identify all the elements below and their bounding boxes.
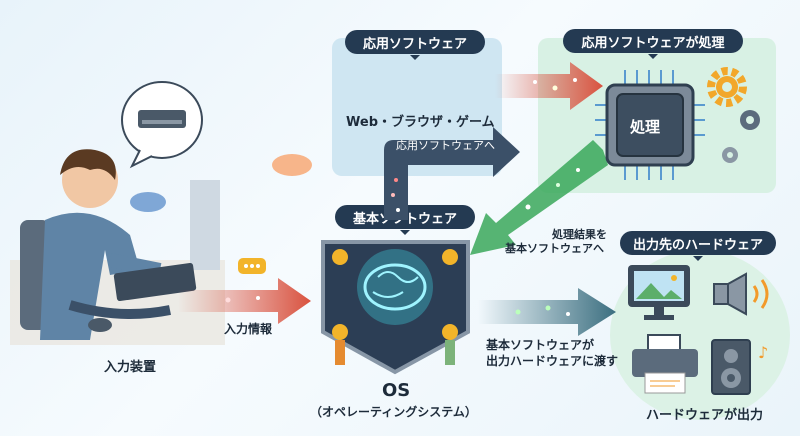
cpu-chip-icon: [595, 70, 705, 180]
monitor-icon: [628, 265, 690, 320]
to-app-label: 応用ソフトウェアへ: [396, 139, 495, 152]
os-brain-illustration: [321, 240, 470, 375]
processing-label: 応用ソフトウェアが処理: [563, 29, 743, 59]
gear-icon: [707, 67, 760, 163]
app-examples: Web・ブラウザ・ゲーム: [346, 115, 495, 130]
keyboard-speech-bubble: [121, 81, 203, 169]
input-device-label: 入力装置: [104, 360, 157, 375]
arrow-to-output: [478, 288, 616, 336]
result-label-2: 基本ソフトウェアへ: [505, 242, 604, 255]
speaker-box-icon: ♪: [711, 339, 768, 395]
app-software-label: 応用ソフトウェア: [345, 30, 485, 60]
os-subtitle: （オペレーティングシステム）: [310, 405, 477, 419]
output-caption: ハードウェアが出力: [646, 408, 764, 423]
arrow-input-to-os: [178, 278, 311, 324]
cloud-icon: [130, 192, 166, 212]
orange-cloud-icon: [272, 154, 312, 176]
arrow-to-processing: [495, 62, 603, 110]
input-info-label: 入力情報: [224, 322, 273, 336]
chat-bubble-icon: [238, 258, 266, 274]
printer-icon: [632, 334, 698, 394]
result-label-1: 処理結果を: [552, 228, 607, 241]
arrow-result-to-os: [470, 140, 608, 255]
person-at-computer-illustration: [10, 149, 225, 345]
os-title: OS: [382, 380, 411, 401]
pass-label-1: 基本ソフトウェアが: [486, 338, 595, 352]
pass-label-2: 出力ハードウェアに渡す: [486, 354, 619, 368]
arrow-to-app-software: [384, 127, 520, 220]
chip-label: 処理: [630, 118, 661, 136]
svg-text:♪: ♪: [758, 343, 768, 362]
speaker-icon: [713, 272, 769, 316]
output-hardware-label: 出力先のハードウェア: [620, 231, 776, 261]
